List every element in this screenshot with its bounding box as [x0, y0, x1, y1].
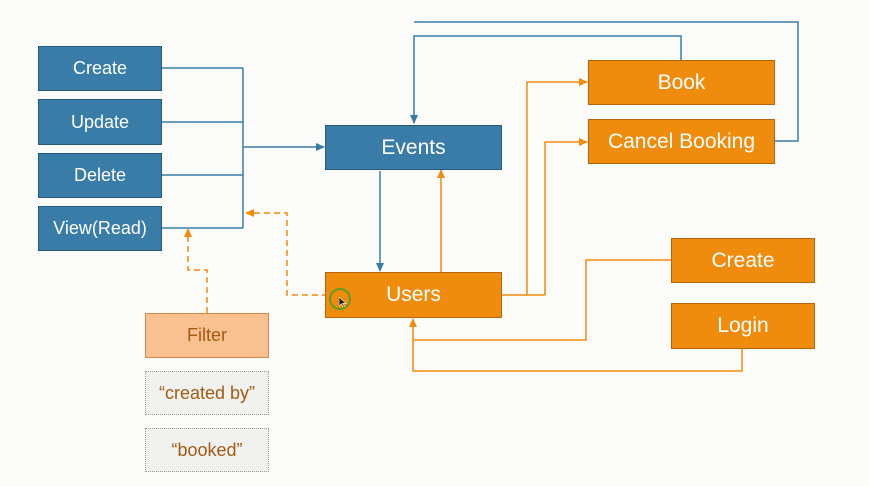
update-event-box: Update [38, 99, 162, 145]
filter-option-label: “created by” [158, 382, 256, 403]
cancel-booking-to-events-connector [414, 21, 799, 142]
filter-option-booked: “booked” [145, 428, 269, 472]
cancel-booking-box: Cancel Booking [588, 119, 775, 164]
cancel-booking-label: Cancel Booking [607, 129, 756, 153]
create-event-label: Create [72, 58, 128, 78]
view-read-event-label: View(Read) [53, 218, 147, 238]
events-box: Events [325, 125, 502, 170]
login-label: Login [717, 314, 769, 337]
filter-box: Filter [145, 313, 269, 358]
filter-option-label: “booked” [171, 439, 243, 460]
book-to-events-connector [410, 35, 682, 124]
create-user-label: Create [711, 248, 775, 272]
user-actions-to-users-connector [409, 259, 743, 372]
delete-event-label: Delete [73, 165, 127, 185]
view-read-event-box: View(Read) [38, 206, 162, 251]
login-box: Login [671, 303, 815, 349]
book-box: Book [588, 60, 775, 105]
users-to-booking-connector [502, 78, 588, 296]
create-user-box: Create [671, 238, 815, 283]
filter-option-created-by: “created by” [145, 371, 269, 415]
users-to-view-dashed-arrow [245, 209, 328, 296]
users-label: Users [386, 283, 441, 306]
users-box: Users [325, 272, 502, 318]
mouse-pointer-icon [339, 297, 347, 307]
filter-to-view-dashed-arrow [184, 228, 208, 313]
cursor-highlight-ring [329, 288, 351, 310]
book-label: Book [657, 70, 706, 94]
create-event-box: Create [38, 46, 162, 91]
delete-event-box: Delete [38, 153, 162, 198]
crud-bracket-connector [161, 67, 325, 229]
events-label: Events [381, 135, 446, 159]
update-event-label: Update [70, 111, 130, 132]
filter-label: Filter [187, 325, 227, 345]
